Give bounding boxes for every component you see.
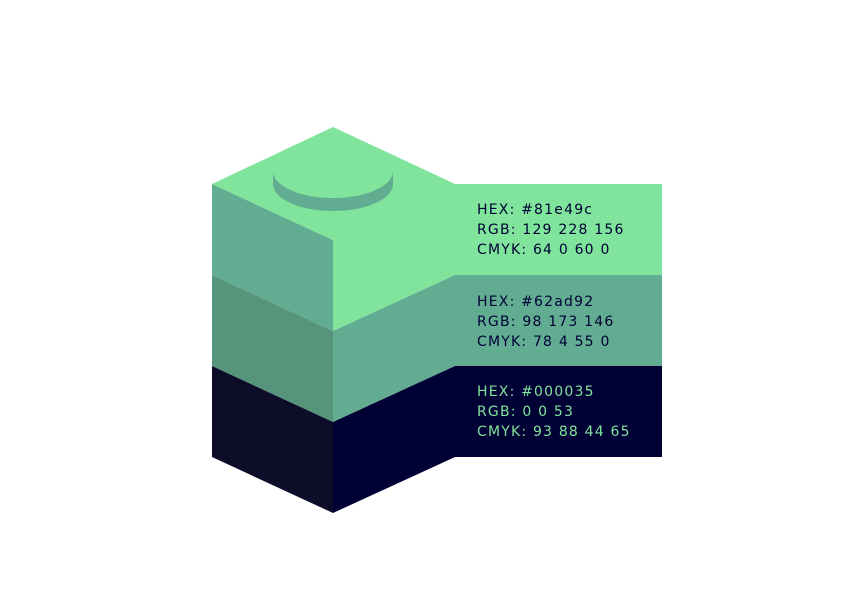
band-2-right-face: [333, 275, 662, 422]
cmyk-label: CMYK: 93 88 44 65: [477, 424, 631, 440]
brick-stud: [273, 144, 393, 211]
swatch-3-labels: HEX: #000035 RGB: 0 0 53 CMYK: 93 88 44 …: [477, 384, 631, 440]
swatch-1-labels: HEX: #81e49c RGB: 129 228 156 CMYK: 64 0…: [477, 202, 625, 258]
rgb-label: RGB: 98 173 146: [477, 314, 615, 330]
stud-top: [273, 144, 393, 198]
band-3-left-face: [212, 366, 333, 513]
band-2-left-face: [212, 275, 333, 422]
hex-label: HEX: #000035: [477, 384, 595, 400]
band-2: [212, 275, 662, 422]
rgb-label: RGB: 129 228 156: [477, 222, 625, 238]
cmyk-label: CMYK: 78 4 55 0: [477, 334, 611, 350]
band-3-right-face: [333, 366, 662, 513]
hex-label: HEX: #81e49c: [477, 202, 593, 218]
hex-label: HEX: #62ad92: [477, 294, 594, 310]
cmyk-label: CMYK: 64 0 60 0: [477, 242, 611, 258]
band-1-right-face: [333, 184, 662, 331]
rgb-label: RGB: 0 0 53: [477, 404, 574, 420]
band-3: [212, 366, 662, 513]
band-1: [212, 184, 662, 331]
swatch-2-labels: HEX: #62ad92 RGB: 98 173 146 CMYK: 78 4 …: [477, 294, 615, 350]
band-1-left-face: [212, 184, 333, 331]
